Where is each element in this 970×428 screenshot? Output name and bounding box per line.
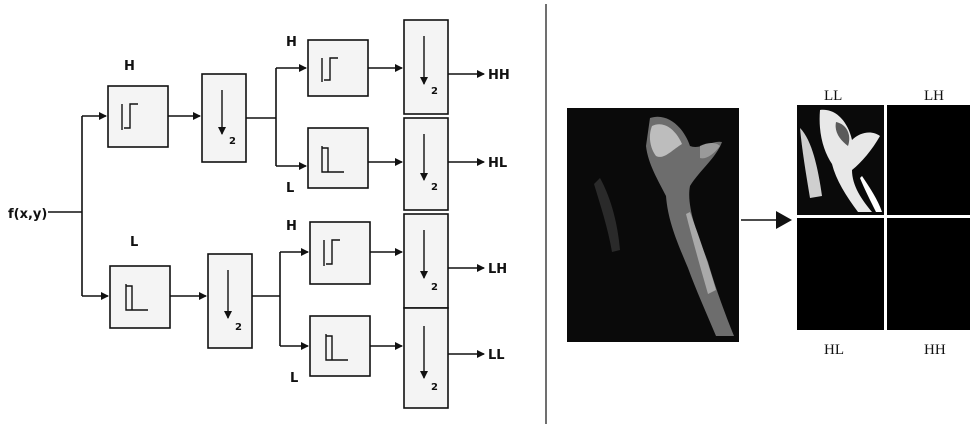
svg-text:2: 2 (431, 182, 438, 193)
stage2-lower-high-label: H (286, 219, 297, 234)
svg-text:2: 2 (431, 382, 438, 393)
filter-bank-diagram: f(x,y) H 2 H L (8, 20, 510, 408)
svg-text:2: 2 (431, 86, 438, 97)
lowpass-filter-hl (308, 128, 368, 188)
output-ll-label: LL (488, 348, 505, 363)
svg-text:2: 2 (431, 282, 438, 293)
downsampler-low-1: 2 (208, 254, 252, 348)
image-decomposition: LL LH HL HH (567, 88, 970, 358)
output-hh-label: HH (488, 68, 510, 83)
branch-high-label: H (124, 59, 135, 74)
highpass-filter-hh (308, 40, 368, 96)
highpass-filter-1 (108, 86, 168, 147)
input-wire (48, 116, 82, 296)
downsampler-hh: 2 (404, 20, 448, 114)
wire-ds1-split-upper (246, 68, 276, 166)
quadrant-ll-label: LL (824, 88, 842, 104)
downsampler-hl: 2 (404, 118, 448, 210)
highpass-filter-lh (310, 222, 370, 284)
quadrant-hh-label: HH (924, 342, 946, 358)
input-label: f(x,y) (8, 207, 47, 222)
output-hl-label: HL (488, 156, 507, 171)
stage2-upper-high-label: H (286, 35, 297, 50)
output-lh-label: LH (488, 262, 507, 277)
input-image (567, 108, 739, 342)
quadrant-ll (797, 105, 884, 215)
wire-ds1-split-lower (252, 252, 280, 346)
svg-text:2: 2 (229, 136, 236, 147)
quadrant-lh-label: LH (924, 88, 944, 104)
downsampler-lh: 2 (404, 214, 448, 308)
lowpass-filter-1 (110, 266, 170, 328)
svg-text:2: 2 (235, 322, 242, 333)
quadrant-hh (887, 218, 970, 330)
decomposition-arrowhead (776, 211, 792, 229)
quadrant-lh (887, 105, 970, 215)
downsampler-ll: 2 (404, 308, 448, 408)
lowpass-filter-ll (310, 316, 370, 376)
stage2-lower-low-label: L (290, 371, 298, 386)
quadrant-hl-label: HL (824, 342, 844, 358)
branch-low-label: L (130, 235, 138, 250)
quadrant-hl (797, 218, 884, 330)
downsampler-high-1: 2 (202, 74, 246, 162)
stage2-upper-low-label: L (286, 181, 294, 196)
